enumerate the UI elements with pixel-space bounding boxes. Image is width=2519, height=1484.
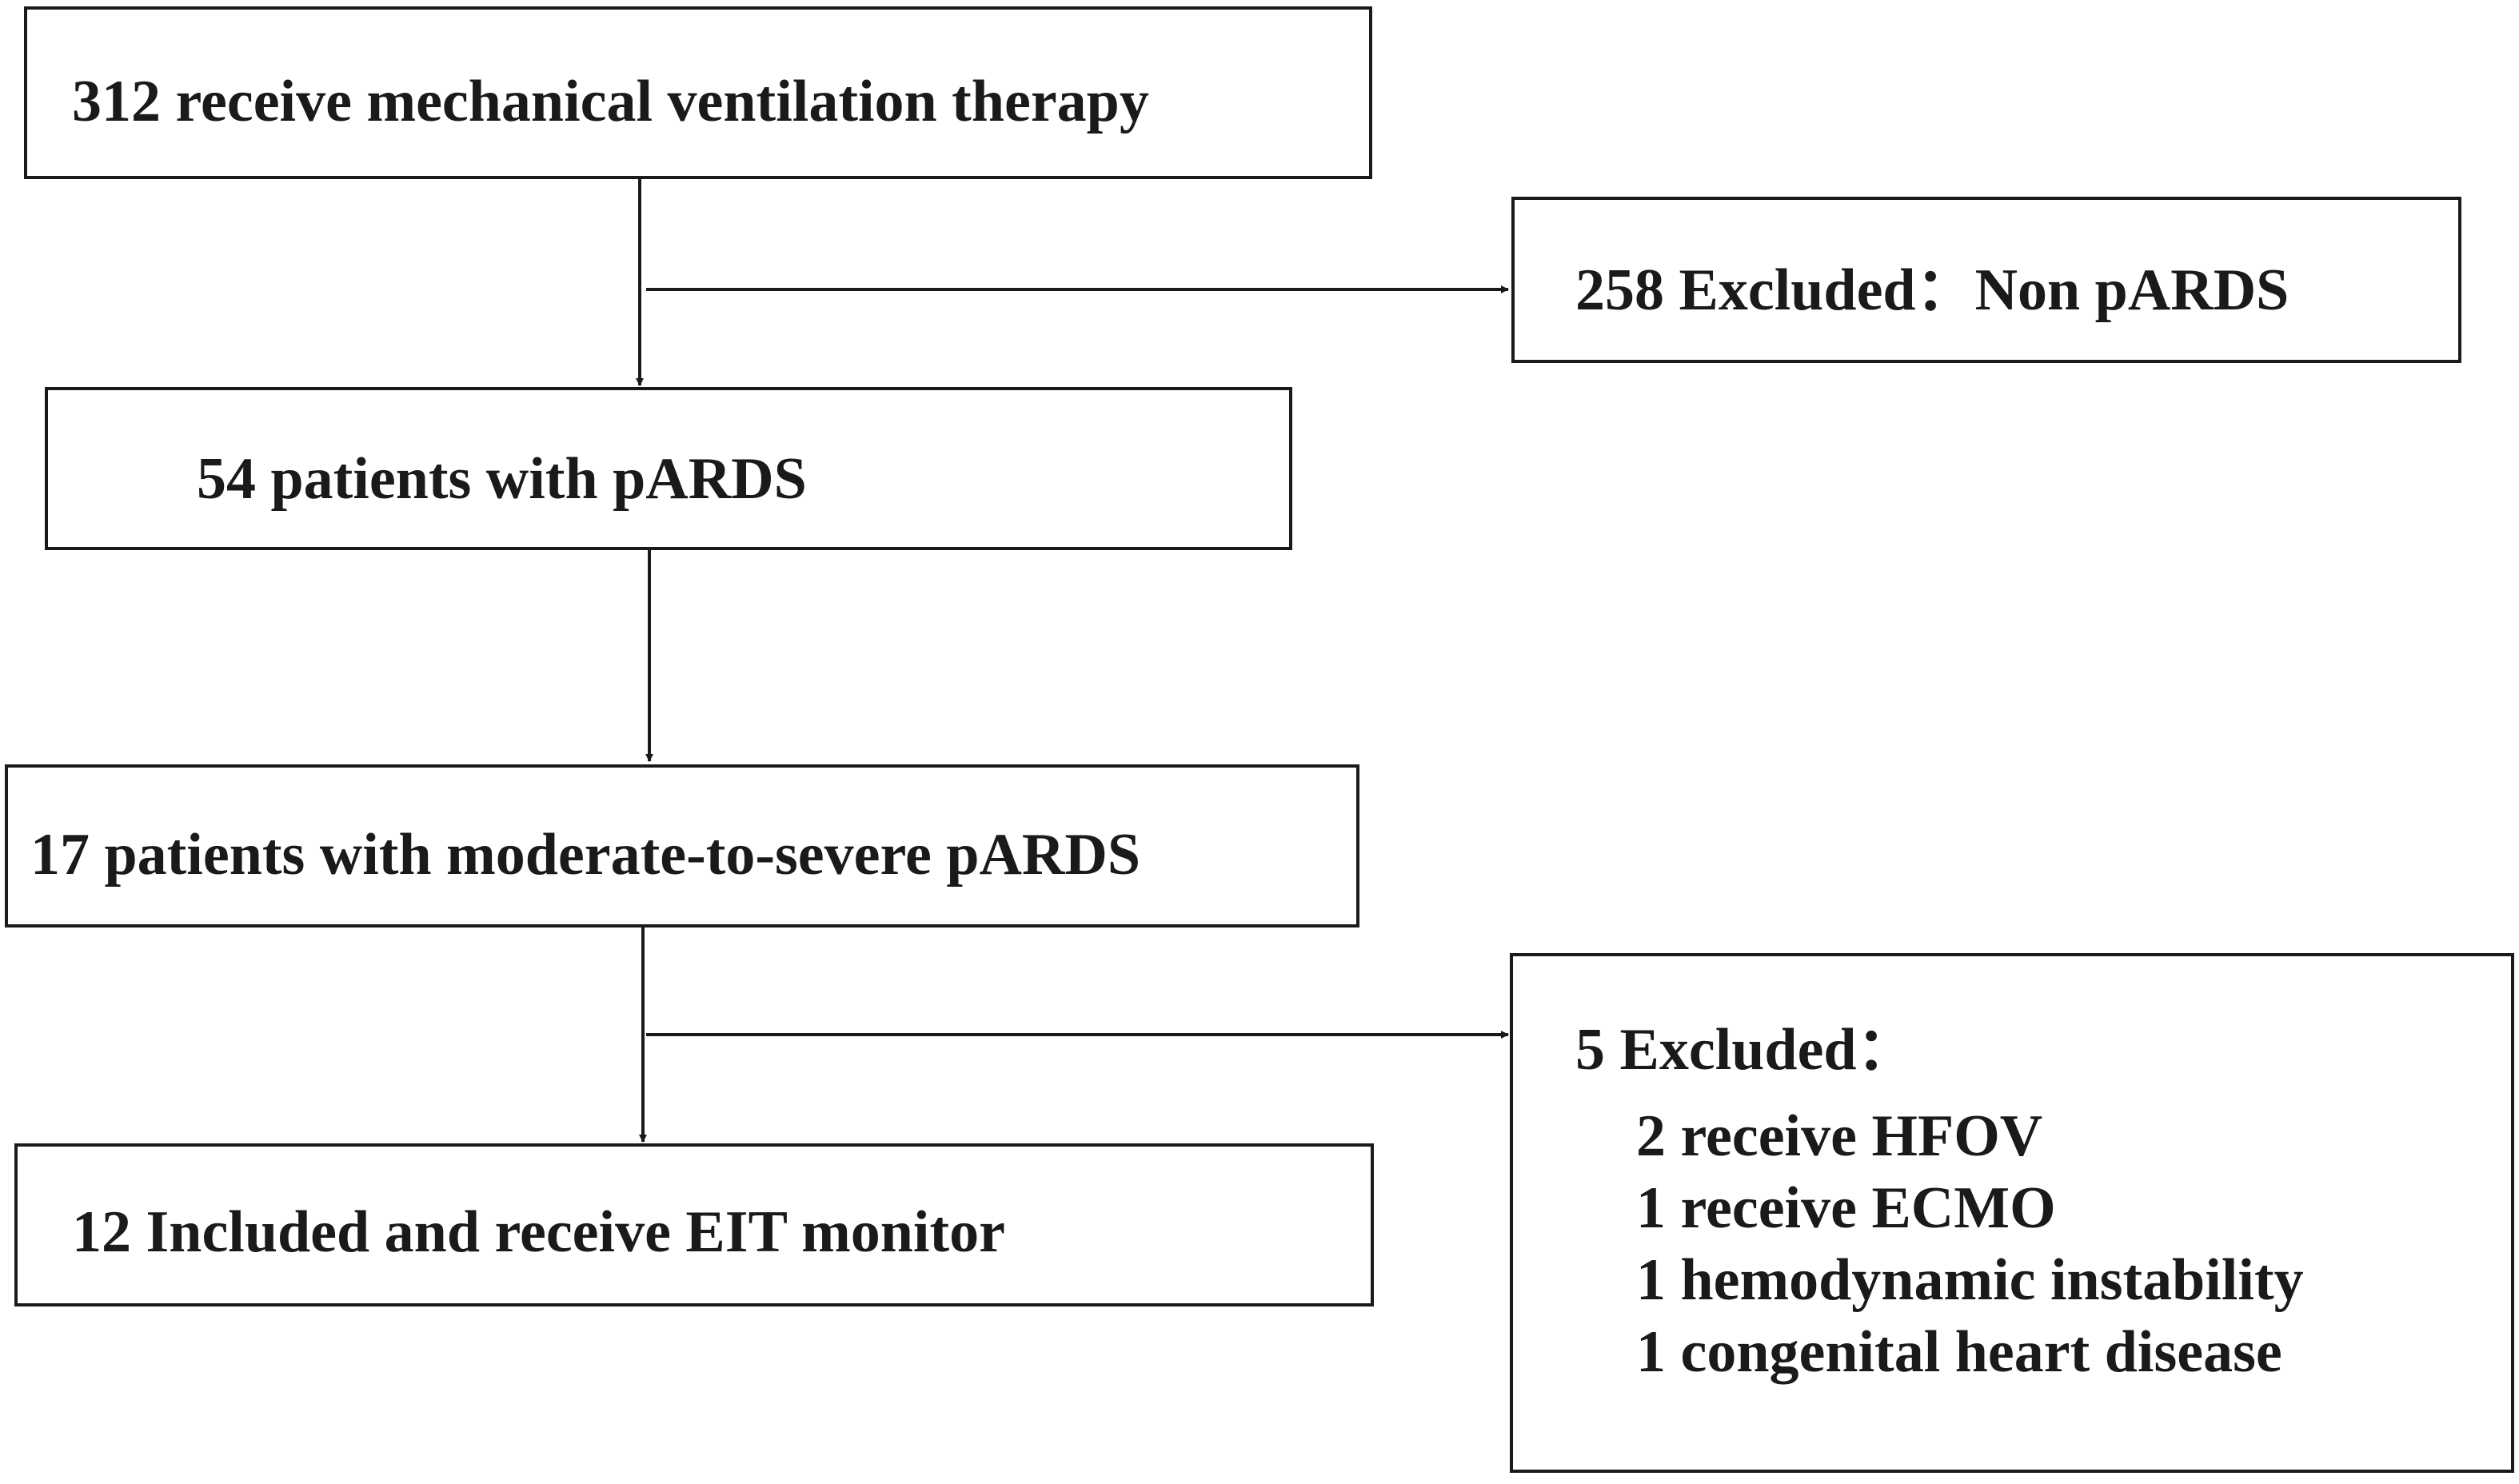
step1-label: 312 receive mechanical ventilation thera… xyxy=(72,69,1149,134)
exclusion2-reason: 1 receive ECMO xyxy=(1636,1175,2056,1241)
step4-box: 12 Included and receive EIT monitor xyxy=(14,1143,1374,1306)
exclusion2-reason: 1 congenital heart disease xyxy=(1636,1319,2282,1385)
exclusion2-box: 5 Excluded： 2 receive HFOV 1 receive ECM… xyxy=(1510,953,2514,1473)
step4-label: 12 Included and receive EIT monitor xyxy=(72,1199,1005,1265)
exclusion1-box: 258 Excluded：Non pARDS xyxy=(1511,197,2461,363)
step3-box: 17 patients with moderate-to-severe pARD… xyxy=(5,764,1359,927)
exclusion2-reason: 1 hemodynamic instability xyxy=(1636,1247,2304,1313)
step2-label: 54 patients with pARDS xyxy=(197,446,807,512)
exclusion2-reason: 2 receive HFOV xyxy=(1636,1103,2043,1169)
step2-box: 54 patients with pARDS xyxy=(45,387,1292,550)
step1-box: 312 receive mechanical ventilation thera… xyxy=(24,6,1372,179)
exclusion2-title: 5 Excluded： xyxy=(1575,1017,1916,1083)
exclusion2-reasons: 2 receive HFOV 1 receive ECMO 1 hemodyna… xyxy=(1636,1100,2304,1388)
step3-label: 17 patients with moderate-to-severe pARD… xyxy=(30,822,1140,888)
exclusion1-label: 258 Excluded：Non pARDS xyxy=(1575,257,2289,323)
